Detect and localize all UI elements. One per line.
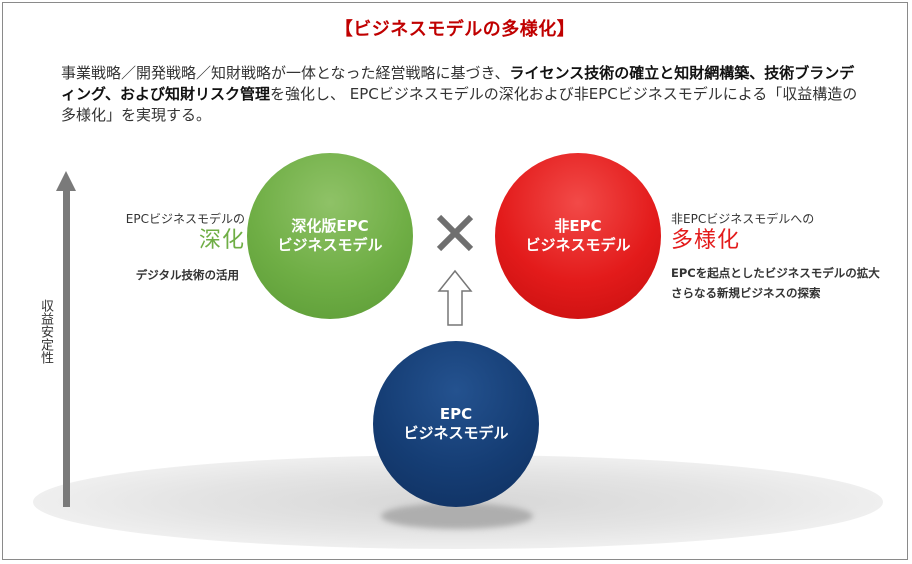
circle-green-line2: ビジネスモデル xyxy=(277,236,383,254)
left-note: デジタル技術の活用 xyxy=(135,268,239,282)
up-arrow-icon xyxy=(437,269,473,326)
right-big-text: 多様化 xyxy=(671,228,741,253)
intro-text: 事業戦略／開発戦略／知財戦略が一体となった経営戦略に基づき、ライセンス技術の確立… xyxy=(61,63,861,126)
right-annotation: 非EPCビジネスモデルへの 多様化 EPCを起点としたビジネスモデルの拡大 さら… xyxy=(671,211,901,303)
circle-epc: EPC ビジネスモデル xyxy=(373,341,539,507)
left-caption: EPCビジネスモデルの xyxy=(125,212,245,226)
right-notes: EPCを起点としたビジネスモデルの拡大 さらなる新規ビジネスの探索 xyxy=(671,263,901,303)
circle-enhanced-epc: 深化版EPC ビジネスモデル xyxy=(247,153,413,319)
axis-arrow-head-icon xyxy=(56,171,76,191)
multiply-icon xyxy=(436,214,474,252)
circle-blue-line2: ビジネスモデル xyxy=(403,424,509,442)
diagram-title: 【ビジネスモデルの多様化】 xyxy=(334,19,576,40)
axis-label: 収益安定性 xyxy=(38,299,53,364)
sphere-shadow xyxy=(381,503,533,529)
axis-arrow-shaft xyxy=(63,191,70,507)
circle-blue-line1: EPC xyxy=(439,405,473,423)
right-caption: 非EPCビジネスモデルへの xyxy=(671,212,815,226)
intro-part-1: 事業戦略／開発戦略／知財戦略が一体となった経営戦略に基づき、 xyxy=(61,64,510,82)
circle-red-line2: ビジネスモデル xyxy=(525,236,631,254)
intro-part-2: を強化し、 EPCビジネスモデルの深化および非EPCビジネスモデルによる「収益構… xyxy=(61,85,858,124)
left-big-text: 深化 xyxy=(198,228,245,253)
intro-bold: ライセンス技術の確立と知財網構築、技術ブランディング、および知財リスク管理 xyxy=(61,64,855,103)
right-note-1: EPCを起点としたビジネスモデルの拡大 xyxy=(671,266,880,280)
circle-green-line1: 深化版EPC xyxy=(291,217,369,235)
circle-non-epc: 非EPC ビジネスモデル xyxy=(495,153,661,319)
circle-red-line1: 非EPC xyxy=(554,217,602,235)
left-annotation: EPCビジネスモデルの 深化 デジタル技術の活用 xyxy=(95,211,245,285)
right-note-2: さらなる新規ビジネスの探索 xyxy=(671,286,821,300)
